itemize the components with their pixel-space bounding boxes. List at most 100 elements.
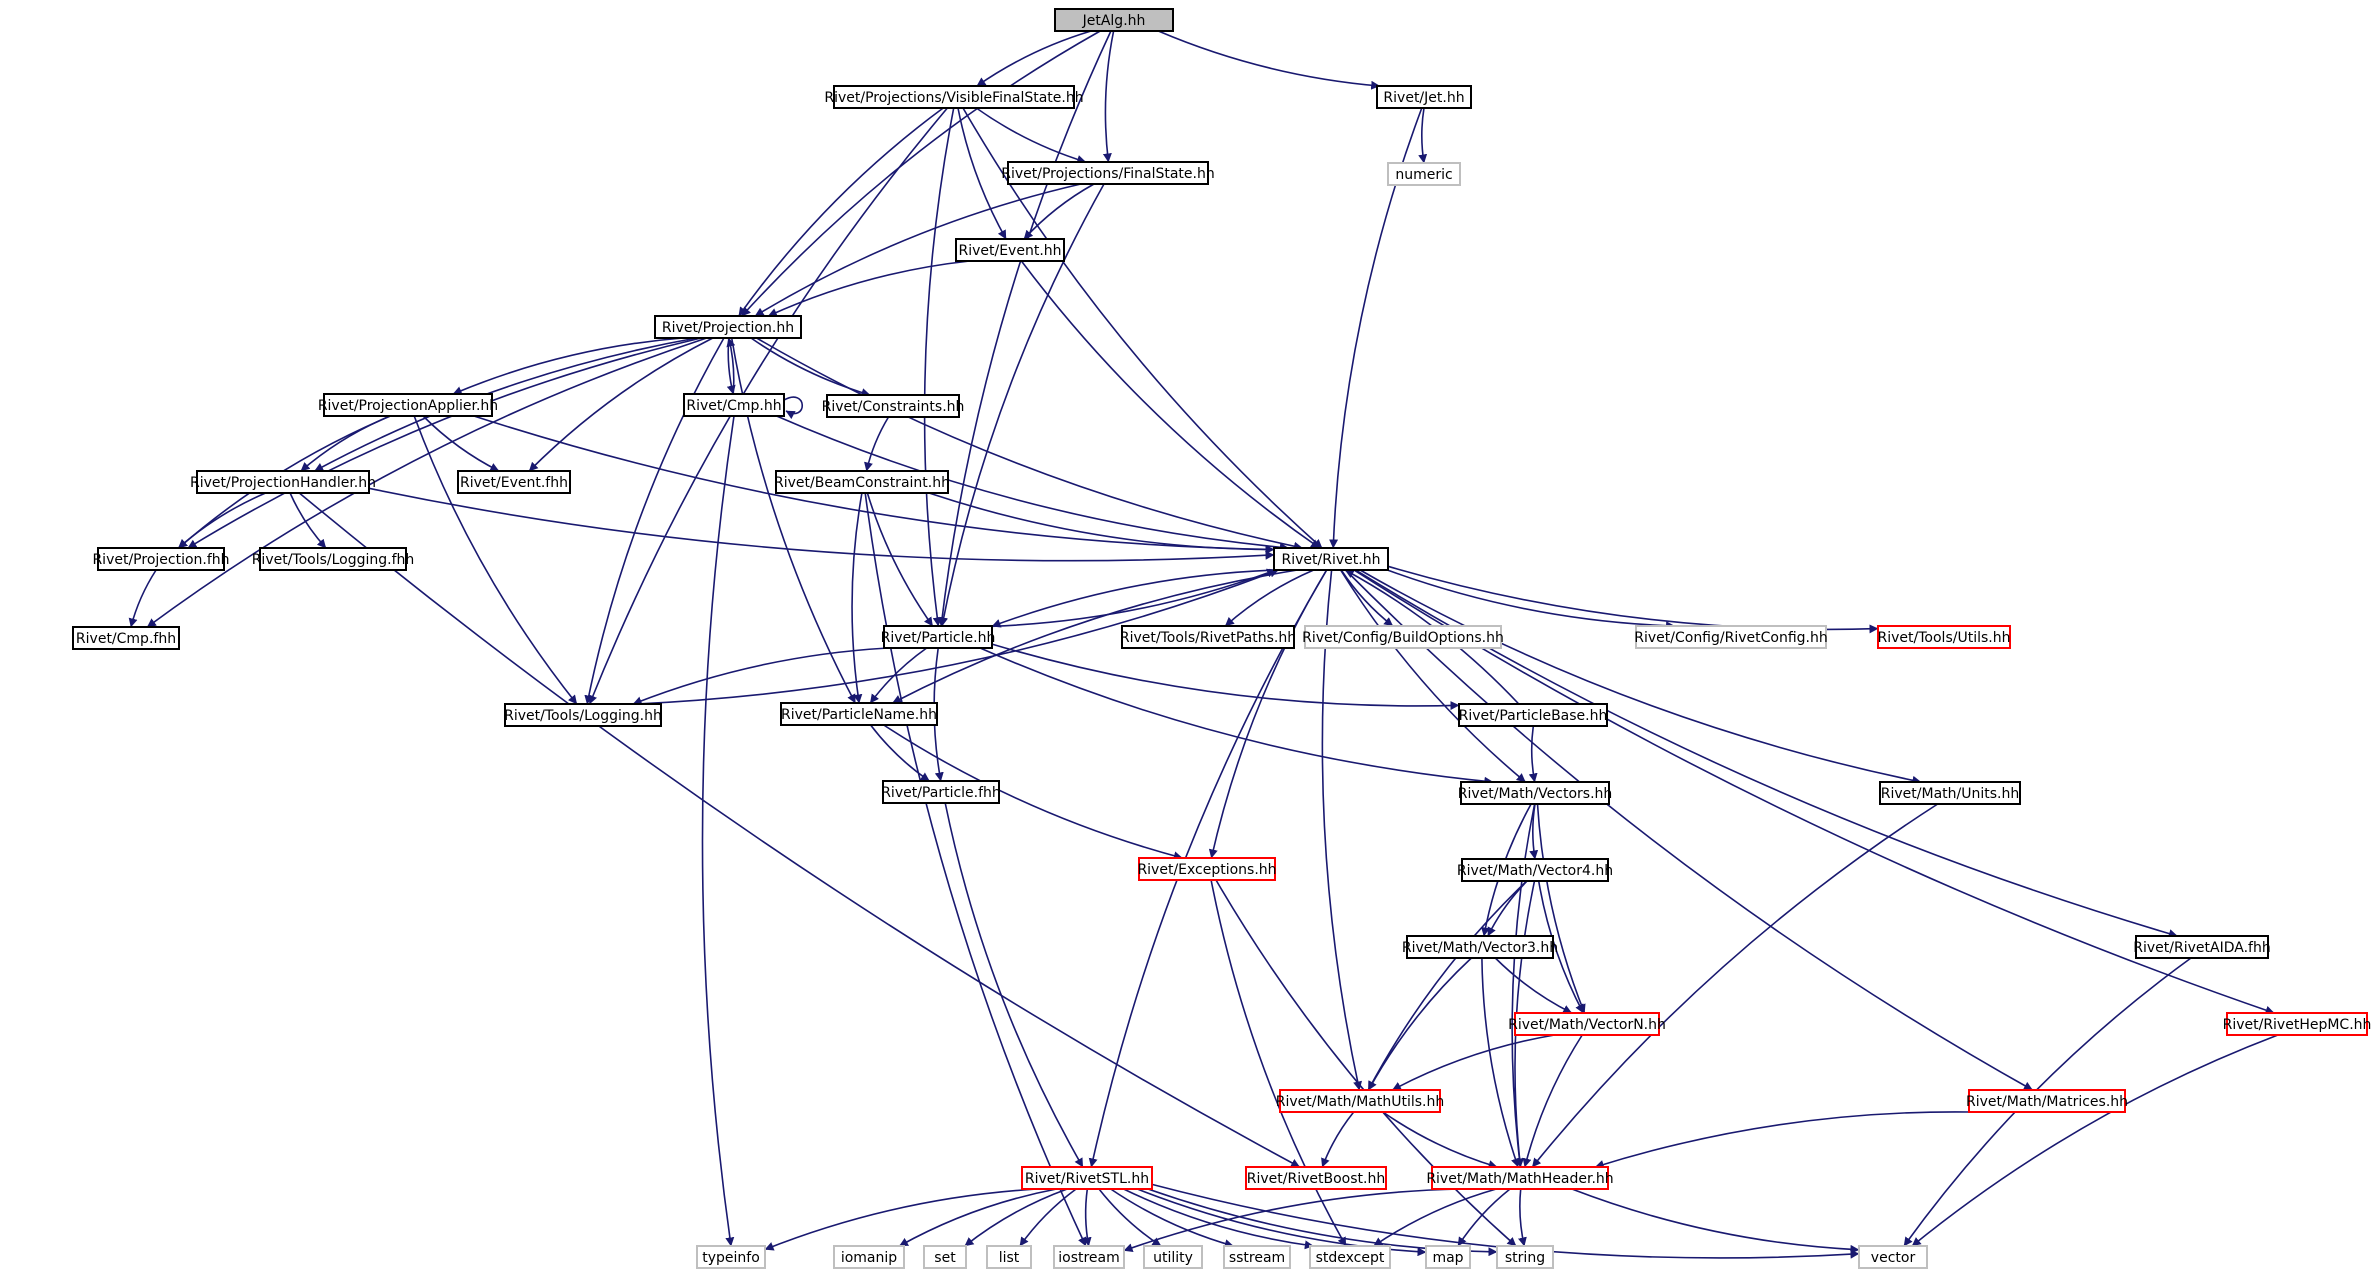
node-box [323, 393, 493, 417]
node-jet[interactable]: Rivet/Jet.hh [1376, 85, 1472, 109]
edge-beamconstraint-to-particle [866, 492, 934, 627]
edge-vector4-to-vectorn [1537, 880, 1585, 1014]
node-label: Rivet/Rivet.hh [1282, 552, 1381, 568]
edge-matrices-to-mathheader [1594, 1111, 1972, 1169]
node-particlebase[interactable]: Rivet/ParticleBase.hh [1458, 703, 1608, 727]
node-projection[interactable]: Rivet/Projection.hh [654, 315, 802, 339]
edge-vectorn-to-mathutils [1392, 1034, 1555, 1091]
node-vector3[interactable]: Rivet/Math/Vector3.hh [1402, 935, 1558, 959]
node-box [1245, 1166, 1387, 1190]
node-box [1007, 161, 1209, 185]
edge-cmp-to-rivet [776, 415, 1289, 552]
node-string[interactable]: string [1496, 1245, 1554, 1269]
node-label: typeinfo [702, 1250, 760, 1266]
node-label: Rivet/Projections/FinalState.hh [1001, 166, 1214, 182]
node-label: iostream [1058, 1250, 1120, 1266]
node-utils[interactable]: Rivet/Tools/Utils.hh [1877, 625, 2011, 649]
node-label: Rivet/Math/MathUtils.hh [1276, 1094, 1445, 1110]
node-particle[interactable]: Rivet/Particle.hh [881, 625, 996, 649]
node-label: Rivet/Constraints.hh [822, 399, 965, 415]
node-rivetpaths[interactable]: Rivet/Tools/RivetPaths.hh [1120, 625, 1296, 649]
node-jetalg[interactable]: JetAlg.hh [1054, 8, 1174, 32]
edge-vfs-to-logging [588, 107, 949, 705]
node-vectorn[interactable]: Rivet/Math/VectorN.hh [1508, 1012, 1666, 1036]
node-units[interactable]: Rivet/Math/Units.hh [1879, 781, 2021, 805]
node-label: list [999, 1250, 1020, 1266]
node-projfhh[interactable]: Rivet/Projection.fhh [92, 547, 230, 571]
edge-particlefhh-to-rivetstl [944, 802, 1084, 1168]
node-buildoptions[interactable]: Rivet/Config/BuildOptions.hh [1302, 625, 1504, 649]
node-iostream[interactable]: iostream [1053, 1245, 1125, 1269]
node-constraints[interactable]: Rivet/Constraints.hh [822, 394, 965, 418]
node-box [775, 470, 949, 494]
node-particlefhh[interactable]: Rivet/Particle.fhh [881, 780, 1001, 804]
edge-units-to-mathheader [1531, 803, 1939, 1168]
node-iomanip[interactable]: iomanip [833, 1245, 905, 1269]
edge-projection-to-cmpfhh [146, 337, 707, 628]
node-box [1968, 1089, 2126, 1113]
node-eventfhh[interactable]: Rivet/Event.fhh [457, 470, 571, 494]
node-fs[interactable]: Rivet/Projections/FinalState.hh [1001, 161, 1215, 185]
node-label: string [1505, 1250, 1545, 1266]
node-rivetconfig[interactable]: Rivet/Config/RivetConfig.hh [1634, 625, 1828, 649]
node-list[interactable]: list [986, 1245, 1032, 1269]
node-beamconstraint[interactable]: Rivet/BeamConstraint.hh [774, 470, 950, 494]
node-numeric[interactable]: numeric [1387, 162, 1461, 186]
node-set[interactable]: set [923, 1245, 967, 1269]
node-vfs[interactable]: Rivet/Projections/VisibleFinalState.hh [824, 85, 1084, 109]
node-map[interactable]: map [1425, 1245, 1471, 1269]
edge-jetalg-to-vfs [976, 30, 1092, 87]
edge-rivet-to-particlename [892, 569, 1298, 704]
edge-mathheader-to-stdexcept [1373, 1188, 1497, 1247]
node-matrices[interactable]: Rivet/Math/Matrices.hh [1966, 1089, 2128, 1113]
node-logging[interactable]: Rivet/Tools/Logging.hh [504, 703, 662, 727]
node-box [1431, 1166, 1609, 1190]
edge-mathutils-to-rivetboost [1321, 1111, 1355, 1168]
edge-rivet-to-exceptions [1208, 569, 1328, 859]
node-box [1143, 1245, 1203, 1269]
node-label: Rivet/Math/Vectors.hh [1458, 786, 1613, 802]
node-vectors[interactable]: Rivet/Math/Vectors.hh [1458, 781, 1613, 805]
node-typeinfo[interactable]: typeinfo [696, 1245, 766, 1269]
node-stdexcept[interactable]: stdexcept [1309, 1245, 1391, 1269]
edge-rivetstl-to-sstream [1110, 1188, 1234, 1248]
node-label: Rivet/Math/Vector4.hh [1457, 863, 1613, 879]
node-rivetstl[interactable]: Rivet/RivetSTL.hh [1021, 1166, 1153, 1190]
edge-projapplier-to-rivet [473, 415, 1275, 554]
node-vector[interactable]: vector [1858, 1245, 1928, 1269]
node-label: Rivet/Particle.fhh [881, 785, 1001, 801]
node-particlename[interactable]: Rivet/ParticleName.hh [780, 702, 938, 726]
node-cmp[interactable]: Rivet/Cmp.hh [683, 393, 785, 417]
edge-jetalg-to-jet [1157, 30, 1381, 90]
node-cmpfhh[interactable]: Rivet/Cmp.fhh [72, 626, 180, 650]
node-box [1138, 857, 1276, 881]
node-event[interactable]: Rivet/Event.hh [955, 238, 1065, 262]
node-box [97, 547, 225, 571]
edge-particle-to-particlename [869, 647, 928, 704]
node-box [1121, 625, 1295, 649]
node-label: Rivet/Tools/Logging.hh [504, 708, 662, 724]
node-label: Rivet/RivetHepMC.hh [2223, 1017, 2372, 1033]
node-layer: JetAlg.hhRivet/Projections/VisibleFinalS… [72, 8, 2372, 1269]
node-box [504, 703, 662, 727]
node-label: JetAlg.hh [1082, 13, 1146, 29]
node-loggingfhh[interactable]: Rivet/Tools/Logging.fhh [252, 547, 415, 571]
edge-vectors-to-vectorn [1536, 803, 1586, 1014]
node-projhandler[interactable]: Rivet/ProjectionHandler.hh [190, 470, 376, 494]
node-rivet[interactable]: Rivet/Rivet.hh [1273, 547, 1389, 571]
node-rivethepmc[interactable]: Rivet/RivetHepMC.hh [2223, 1012, 2372, 1036]
node-utility[interactable]: utility [1143, 1245, 1203, 1269]
node-vector4[interactable]: Rivet/Math/Vector4.hh [1457, 858, 1613, 882]
node-mathheader[interactable]: Rivet/Math/MathHeader.hh [1426, 1166, 1614, 1190]
node-sstream[interactable]: sstream [1223, 1245, 1291, 1269]
node-rivetaida[interactable]: Rivet/RivetAIDA.fhh [2133, 935, 2271, 959]
node-projapplier[interactable]: Rivet/ProjectionApplier.hh [318, 393, 498, 417]
node-box [1021, 1166, 1153, 1190]
node-mathutils[interactable]: Rivet/Math/MathUtils.hh [1276, 1089, 1445, 1113]
edge-particlebase-to-vectors [1528, 725, 1538, 783]
node-label: Rivet/RivetAIDA.fhh [2133, 940, 2270, 956]
node-rivetboost[interactable]: Rivet/RivetBoost.hh [1245, 1166, 1387, 1190]
edge-rivetstl-to-map [1137, 1188, 1427, 1257]
node-label: Rivet/Tools/Logging.fhh [252, 552, 415, 568]
node-exceptions[interactable]: Rivet/Exceptions.hh [1137, 857, 1277, 881]
